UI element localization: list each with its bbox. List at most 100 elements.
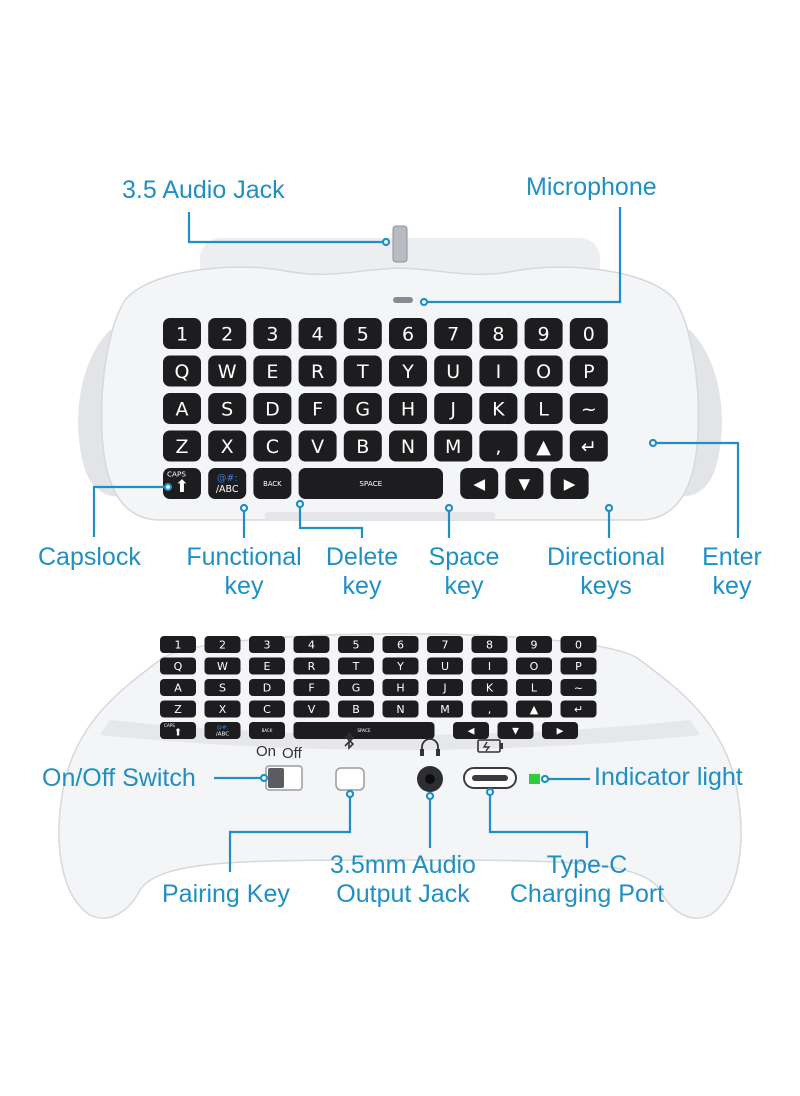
front-key-0-7[interactable]: 8: [479, 318, 518, 349]
front-key-0-4[interactable]: 5: [343, 318, 382, 349]
rear-key-2-4[interactable]: G: [338, 679, 374, 696]
rear-key-1-3[interactable]: R: [293, 657, 330, 675]
rear-key-2-6[interactable]: J: [427, 679, 463, 696]
rear-key-2-1[interactable]: S: [204, 679, 241, 696]
rear-key-3-9[interactable]: ↵: [560, 700, 597, 718]
rear-caps-key[interactable]: CAPS⬆: [160, 722, 196, 739]
rear-key-0-1[interactable]: 2: [204, 636, 241, 653]
rear-key-1-7[interactable]: I: [471, 657, 508, 675]
front-key-0-8[interactable]: 9: [524, 318, 563, 349]
front-key-2-6[interactable]: J: [434, 393, 473, 424]
rear-key-1-9[interactable]: P: [560, 657, 597, 675]
front-key-2-2[interactable]: D: [253, 393, 292, 424]
rear-key-3-8[interactable]: ▲: [516, 700, 552, 718]
front-key-3-9[interactable]: ↵: [569, 430, 608, 462]
front-caps-key[interactable]: CAPS⬆: [163, 468, 201, 499]
rear-key-0-8[interactable]: 9: [516, 636, 552, 653]
front-key-3-4[interactable]: B: [343, 430, 382, 462]
rear-key-3-5[interactable]: N: [382, 700, 419, 718]
front-key-1-5[interactable]: Y: [389, 355, 427, 387]
front-space-key[interactable]: SPACE: [298, 468, 443, 499]
front-key-1-1[interactable]: W: [208, 355, 247, 387]
rear-key-0-7[interactable]: 8: [471, 636, 508, 653]
front-arrow-key-2[interactable]: ▶: [550, 468, 589, 499]
rear-key-0-3[interactable]: 4: [293, 636, 330, 653]
front-key-2-1-cap: [208, 393, 247, 424]
rear-key-3-1[interactable]: X: [204, 700, 241, 718]
rear-key-1-5[interactable]: Y: [382, 657, 419, 675]
rear-back-key[interactable]: BACK: [249, 722, 285, 739]
front-key-1-0[interactable]: Q: [163, 355, 201, 387]
front-key-2-4[interactable]: G: [343, 393, 382, 424]
front-key-2-5[interactable]: H: [389, 393, 427, 424]
front-key-3-8[interactable]: ▲: [524, 430, 563, 462]
front-key-2-0[interactable]: A: [163, 393, 201, 424]
front-key-1-8[interactable]: O: [524, 355, 563, 387]
front-key-2-3[interactable]: F: [298, 393, 337, 424]
rear-key-3-6[interactable]: M: [427, 700, 463, 718]
front-key-3-1[interactable]: X: [208, 430, 247, 462]
front-key-1-7[interactable]: I: [479, 355, 518, 387]
front-key-1-4[interactable]: T: [343, 355, 382, 387]
front-key-0-6[interactable]: 7: [434, 318, 473, 349]
rear-key-3-0[interactable]: Z: [160, 700, 196, 718]
rear-arrow-key-1[interactable]: ▼: [497, 722, 534, 739]
front-key-0-9[interactable]: 0: [569, 318, 608, 349]
rear-key-2-2[interactable]: D: [249, 679, 285, 696]
front-functional-key[interactable]: @#:/ABC: [208, 468, 247, 499]
rear-arrow-key-2[interactable]: ▶: [542, 722, 578, 739]
front-key-1-2[interactable]: E: [253, 355, 292, 387]
rear-key-2-9[interactable]: ~: [560, 679, 597, 696]
rear-key-1-0[interactable]: Q: [160, 657, 196, 675]
rear-key-2-7[interactable]: K: [471, 679, 508, 696]
rear-key-3-3[interactable]: V: [293, 700, 330, 718]
rear-space-key[interactable]: SPACE: [293, 722, 435, 739]
front-key-0-0[interactable]: 1: [163, 318, 201, 349]
front-key-0-1[interactable]: 2: [208, 318, 247, 349]
front-key-2-8[interactable]: L: [524, 393, 563, 424]
rear-key-0-9[interactable]: 0: [560, 636, 597, 653]
rear-key-0-6[interactable]: 7: [427, 636, 463, 653]
front-key-3-6[interactable]: M: [434, 430, 473, 462]
front-arrow-key-1[interactable]: ▼: [505, 468, 544, 499]
front-key-1-6[interactable]: U: [434, 355, 473, 387]
front-key-2-7[interactable]: K: [479, 393, 518, 424]
rear-key-0-0[interactable]: 1: [160, 636, 196, 653]
front-key-2-1[interactable]: S: [208, 393, 247, 424]
front-key-3-7[interactable]: ,: [479, 430, 518, 462]
front-key-3-3[interactable]: V: [298, 430, 337, 462]
front-key-3-5[interactable]: N: [389, 430, 427, 462]
front-key-1-3[interactable]: R: [298, 355, 337, 387]
rear-key-1-4[interactable]: T: [338, 657, 374, 675]
front-key-0-5[interactable]: 6: [389, 318, 427, 349]
rear-key-3-2[interactable]: C: [249, 700, 285, 718]
rear-key-0-2[interactable]: 3: [249, 636, 285, 653]
pairing-key-button[interactable]: [335, 767, 365, 791]
rear-key-1-8[interactable]: O: [516, 657, 552, 675]
front-key-3-2[interactable]: C: [253, 430, 292, 462]
front-key-0-3[interactable]: 4: [298, 318, 337, 349]
rear-key-2-0[interactable]: A: [160, 679, 196, 696]
rear-key-2-3[interactable]: F: [293, 679, 330, 696]
rear-functional-key[interactable]: @#:/ABC: [204, 722, 241, 739]
front-arrow-key-0[interactable]: ◀: [460, 468, 499, 499]
front-back-key[interactable]: BACK: [253, 468, 292, 499]
rear-key-0-4[interactable]: 5: [338, 636, 374, 653]
front-key-1-9[interactable]: P: [569, 355, 608, 387]
front-key-2-9[interactable]: ~: [569, 393, 608, 424]
rear-key-1-6[interactable]: U: [427, 657, 463, 675]
on-off-switch[interactable]: [265, 765, 303, 791]
rear-key-1-1[interactable]: W: [204, 657, 241, 675]
rear-key-1-2[interactable]: E: [249, 657, 285, 675]
front-key-0-2[interactable]: 3: [253, 318, 292, 349]
rear-key-2-5[interactable]: H: [382, 679, 419, 696]
front-key-3-0[interactable]: Z: [163, 430, 201, 462]
rear-arrow-key-0-cap: [453, 722, 489, 739]
rear-key-3-4[interactable]: B: [338, 700, 374, 718]
rear-key-2-8[interactable]: L: [516, 679, 552, 696]
rear-arrow-key-0[interactable]: ◀: [453, 722, 489, 739]
rear-key-1-5-cap: [382, 657, 419, 675]
rear-key-0-5[interactable]: 6: [382, 636, 419, 653]
rear-key-3-7[interactable]: ,: [471, 700, 508, 718]
rear-key-2-5-cap: [382, 679, 419, 696]
